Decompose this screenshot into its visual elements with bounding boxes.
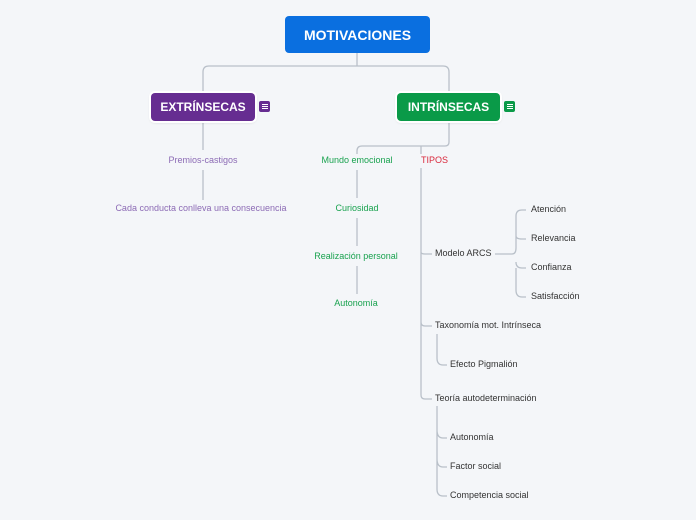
arcs-child[interactable]: Atención xyxy=(531,204,567,214)
intrinsecas-label: INTRÍNSECAS xyxy=(407,100,490,114)
connector-taxonomia xyxy=(436,334,447,366)
connector-teoria xyxy=(436,406,447,497)
mundo-child[interactable]: Autonomía xyxy=(334,298,378,308)
arcs-child[interactable]: Relevancia xyxy=(531,233,576,243)
extrinsecas-child[interactable]: Cada conducta conlleva una consecuencia xyxy=(115,203,287,213)
connector-tipos xyxy=(420,168,432,400)
extrinsecas-node[interactable]: EXTRÍNSECAS xyxy=(151,93,255,121)
modelo-arcs-node[interactable]: Modelo ARCS xyxy=(435,248,492,258)
intrinsecas-node[interactable]: INTRÍNSECAS xyxy=(397,93,500,121)
mundo-child[interactable]: Curiosidad xyxy=(335,203,379,213)
mundo-child[interactable]: Realización personal xyxy=(314,251,398,261)
taxonomia-node[interactable]: Taxonomía mot. Intrínseca xyxy=(435,320,542,330)
mundo-emocional-node[interactable]: Mundo emocional xyxy=(321,155,393,165)
connector-arcs xyxy=(495,209,526,298)
extrinsecas-label: EXTRÍNSECAS xyxy=(160,100,246,114)
arcs-child[interactable]: Satisfacción xyxy=(531,291,580,301)
teoria-child[interactable]: Autonomía xyxy=(450,432,494,442)
teoria-node[interactable]: Teoría autodeterminación xyxy=(435,393,537,403)
extrinsecas-child[interactable]: Premios-castigos xyxy=(168,155,238,165)
note-icon[interactable] xyxy=(504,101,515,112)
connector-intrinsecas xyxy=(356,121,450,154)
arcs-child[interactable]: Confianza xyxy=(531,262,572,272)
teoria-child[interactable]: Factor social xyxy=(450,461,502,471)
taxonomia-child[interactable]: Efecto Pigmalión xyxy=(450,359,518,369)
note-icon[interactable] xyxy=(259,101,270,112)
tipos-node[interactable]: TIPOS xyxy=(421,155,449,165)
teoria-child[interactable]: Competencia social xyxy=(450,490,529,500)
root-node[interactable]: MOTIVACIONES xyxy=(285,16,430,53)
connector-root xyxy=(202,53,450,93)
root-label: MOTIVACIONES xyxy=(303,26,412,43)
